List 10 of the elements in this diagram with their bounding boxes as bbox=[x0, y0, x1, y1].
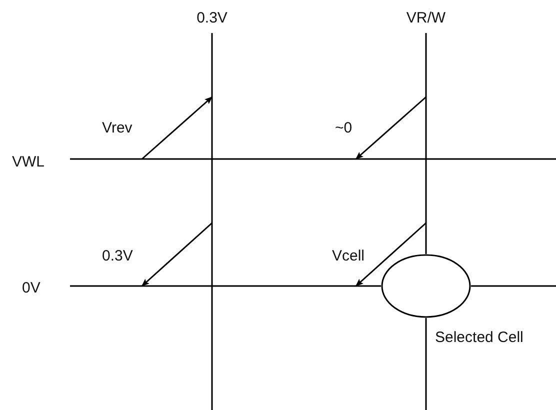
voltage-label: 0.3V bbox=[196, 10, 228, 26]
voltage-label: VWL bbox=[12, 154, 45, 170]
voltage-label: 0V bbox=[22, 280, 40, 296]
memory-cell bbox=[381, 254, 471, 318]
voltage-label: Vrev bbox=[102, 120, 132, 136]
voltage-label: VR/W bbox=[406, 10, 446, 26]
cell-caption: Selected Cell bbox=[435, 330, 524, 345]
voltage-label: 0.3V bbox=[102, 248, 133, 264]
voltage-label: ~0 bbox=[335, 120, 352, 136]
voltage-label: Vcell bbox=[332, 248, 365, 264]
